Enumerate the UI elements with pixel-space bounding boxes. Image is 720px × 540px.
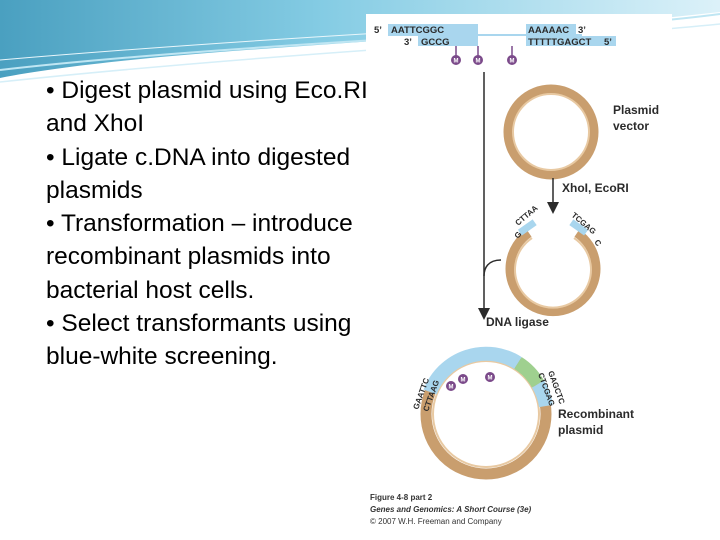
recombinant-plasmid: GAATTC CTTAAG CTCGAG GAGCTC M M M [411, 346, 567, 480]
rec-methyl-1: M [446, 381, 456, 391]
rec-methyl-3: M [485, 372, 495, 382]
bottom-5prime: 5’ [604, 37, 612, 48]
cloning-figure: 5’ AATTCGGC AAAAAC 3’ 3’ GCCG TTTTTGAGCT… [366, 14, 672, 528]
methyl-marker-1: M [451, 46, 461, 65]
bullet-list: • Digest plasmid using Eco.RI and XhoI •… [46, 74, 386, 374]
recombinant-label-1: Recombinant [558, 407, 634, 421]
top-seq-right: AAAAAC [528, 25, 569, 36]
dna-ligase-label: DNA ligase [486, 315, 549, 329]
caption-figure: Figure 4-8 part 2 [370, 493, 433, 502]
rec-methyl-2: M [458, 374, 468, 384]
bullet-digest: • Digest plasmid using Eco.RI and XhoI [46, 77, 368, 138]
svg-text:M: M [510, 59, 515, 65]
xhoi-right-end: C [592, 238, 603, 248]
top-3prime: 3’ [578, 25, 586, 36]
bullet-transformation: • Transformation – introduce recombinant… [46, 210, 353, 304]
cdna-insert: 5’ AATTCGGC AAAAAC 3’ 3’ GCCG TTTTTGAGCT… [374, 24, 616, 65]
bottom-seq-left: GCCG [421, 37, 450, 48]
top-strand-right-bar [526, 24, 576, 34]
caption-copyright: © 2007 W.H. Freeman and Company [370, 517, 502, 526]
svg-text:M: M [461, 378, 466, 384]
marker-segment [513, 357, 545, 388]
caption-book: Genes and Genomics: A Short Course (3e) [370, 505, 532, 514]
ecori-left-end: G [513, 230, 524, 241]
bullet-select: • Select transformants using blue-white … [46, 310, 352, 371]
digested-plasmid: G CTTAA TCGAG C [505, 203, 603, 317]
svg-text:M: M [476, 59, 481, 65]
methyl-marker-2: M [473, 46, 483, 65]
top-strand-left-bar [388, 24, 478, 34]
cloning-diagram: 5’ AATTCGGC AAAAAC 3’ 3’ GCCG TTTTTGAGCT… [370, 24, 659, 526]
recombinant-label-2: plasmid [558, 423, 603, 437]
top-5prime: 5’ [374, 25, 382, 36]
methyl-marker-3: M [507, 46, 517, 65]
bottom-seq-right: TTTTTGAGCT [528, 37, 592, 48]
bullet-ligate: • Ligate c.DNA into digested plasmids [46, 143, 351, 204]
bottom-strand-right-bar [526, 36, 616, 46]
svg-text:M: M [449, 385, 454, 391]
enzymes-label: XhoI, EcoRI [562, 181, 629, 195]
plasmid-vector-label-2: vector [613, 119, 649, 133]
insert-segment [423, 346, 522, 395]
bottom-strand-left-bar [418, 36, 478, 46]
bottom-3prime: 3’ [404, 37, 412, 48]
top-seq-left: AATTCGGC [391, 25, 444, 36]
svg-text:M: M [454, 59, 459, 65]
plasmid-vector-label-1: Plasmid [613, 103, 659, 117]
svg-text:M: M [488, 376, 493, 382]
plasmid-vector [503, 84, 599, 180]
